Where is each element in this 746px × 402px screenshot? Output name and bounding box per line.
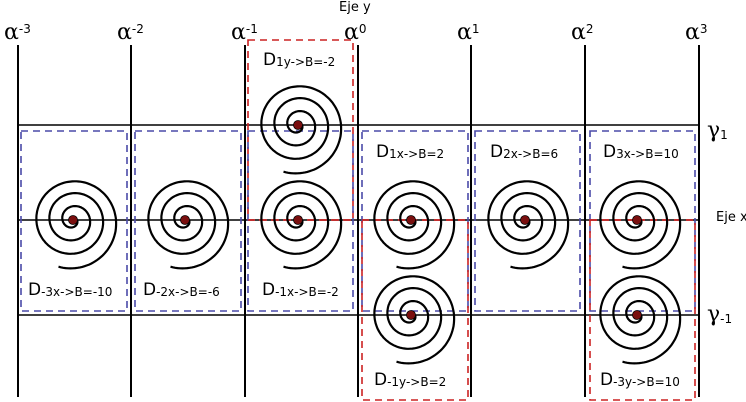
domain-label: D-2x->B=-6 xyxy=(143,280,220,300)
alpha-label-4-subscript: 1 xyxy=(471,22,480,36)
spiral-icon xyxy=(487,180,570,270)
domain-label-symbol: D xyxy=(262,280,276,300)
alpha-label-5-subscript: 2 xyxy=(585,22,594,36)
alpha-label-0-subscript: -3 xyxy=(18,22,31,36)
domain-label-subscript: -1y->B=2 xyxy=(387,375,447,389)
center-point xyxy=(406,310,416,320)
domain-box xyxy=(474,130,581,312)
domain-label-subscript: -3x->B=-10 xyxy=(41,285,113,299)
alpha-label-6: α3 xyxy=(685,20,708,45)
center-point xyxy=(180,215,190,225)
alpha-label-2-subscript: -1 xyxy=(245,22,258,36)
alpha-label-5: α2 xyxy=(571,20,594,45)
alpha-label-0: α-3 xyxy=(4,20,31,45)
domain-label: D-1y->B=2 xyxy=(374,370,446,390)
domain-label: D-1x->B=-2 xyxy=(262,280,339,300)
alpha-label-0-symbol: α xyxy=(4,20,19,45)
alpha-label-3-subscript: 0 xyxy=(358,22,367,36)
spiral-icon xyxy=(260,180,343,270)
alpha-label-3: α0 xyxy=(344,20,367,45)
alpha-label-6-symbol: α xyxy=(685,20,700,45)
center-point xyxy=(632,215,642,225)
spiral-icon xyxy=(373,275,456,365)
domain-label-symbol: D xyxy=(143,280,157,300)
domain-label-symbol: D xyxy=(28,280,42,300)
center-point xyxy=(406,215,416,225)
gamma-label-1-symbol: γ xyxy=(707,118,721,143)
domain-label-subscript: -1x->B=-2 xyxy=(275,285,339,299)
gamma-label-neg1-symbol: γ xyxy=(707,302,721,327)
spiral-icon xyxy=(599,180,682,270)
domain-label: D3x->B=10 xyxy=(603,142,679,162)
spiral-icon xyxy=(147,180,230,270)
domain-label: D2x->B=6 xyxy=(490,142,558,162)
gamma-label-1: γ1 xyxy=(707,118,728,143)
domain-label: D1y->B=-2 xyxy=(263,50,335,70)
center-point xyxy=(520,215,530,225)
center-point xyxy=(293,120,303,130)
domain-box xyxy=(20,130,128,312)
domain-label-subscript: 2x->B=6 xyxy=(503,147,559,161)
x-axis-label: Eje x xyxy=(716,210,746,225)
y-axis-label: Eje y xyxy=(339,0,371,15)
domain-label-subscript: -3y->B=10 xyxy=(613,375,680,389)
domain-box xyxy=(134,130,242,312)
alpha-label-2-symbol: α xyxy=(231,20,246,45)
domain-label-symbol: D xyxy=(376,142,390,162)
alpha-label-1-subscript: -2 xyxy=(131,22,144,36)
spiral-icon xyxy=(373,180,456,270)
gamma-label-neg1-subscript: -1 xyxy=(720,312,733,326)
domain-label: D-3x->B=-10 xyxy=(28,280,112,300)
domain-label-subscript: 1x->B=2 xyxy=(389,147,445,161)
alpha-label-3-symbol: α xyxy=(344,20,359,45)
domain-label-symbol: D xyxy=(490,142,504,162)
center-point xyxy=(632,310,642,320)
alpha-label-4: α1 xyxy=(457,20,480,45)
domain-label-subscript: -2x->B=-6 xyxy=(156,285,220,299)
center-point xyxy=(293,215,303,225)
alpha-label-4-symbol: α xyxy=(457,20,472,45)
alpha-label-5-symbol: α xyxy=(571,20,586,45)
spiral-icon xyxy=(599,275,682,365)
domain-label-symbol: D xyxy=(600,370,614,390)
domain-label-subscript: 3x->B=10 xyxy=(616,147,679,161)
gamma-label-neg1: γ-1 xyxy=(707,302,732,327)
domain-label-subscript: 1y->B=-2 xyxy=(276,55,336,69)
domain-label-symbol: D xyxy=(374,370,388,390)
center-point xyxy=(68,215,78,225)
domain-label-symbol: D xyxy=(263,50,277,70)
domain-label-symbol: D xyxy=(603,142,617,162)
alpha-label-1: α-2 xyxy=(117,20,144,45)
domain-label: D1x->B=2 xyxy=(376,142,444,162)
gamma-label-1-subscript: 1 xyxy=(720,128,728,142)
alpha-label-6-subscript: 3 xyxy=(699,22,708,36)
domain-label: D-3y->B=10 xyxy=(600,370,680,390)
spiral-icon xyxy=(35,180,118,270)
alpha-label-2: α-1 xyxy=(231,20,258,45)
spiral-icon xyxy=(260,85,343,175)
alpha-label-1-symbol: α xyxy=(117,20,132,45)
